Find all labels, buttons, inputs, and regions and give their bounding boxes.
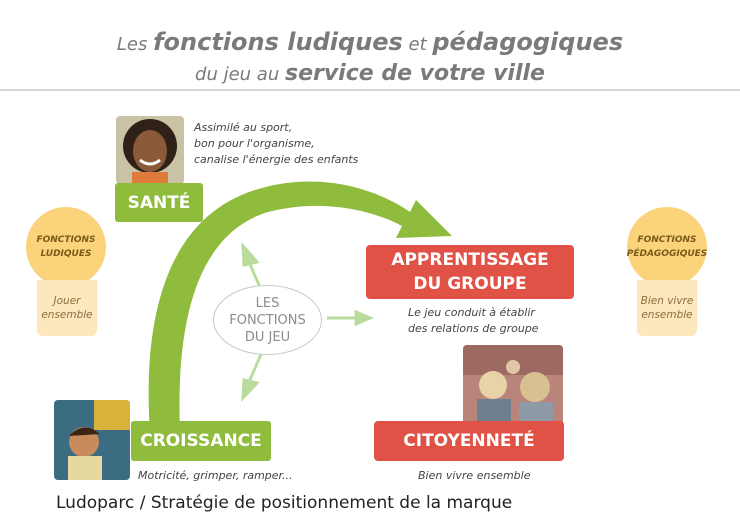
child-portrait-icon (116, 116, 184, 184)
center-line-1: LES (255, 295, 280, 311)
apprentissage-box: APPRENTISSAGE DU GROUPE (366, 245, 574, 299)
sante-box: SANTÉ (115, 183, 203, 222)
badge-right-title-1: FONCTIONS (637, 235, 697, 245)
citoyennete-caption: Bien vivre ensemble (418, 468, 530, 484)
growth-arrow-body (148, 181, 453, 432)
badge-left-sub-2: ensemble (41, 309, 93, 321)
photo-child-climbing (54, 400, 130, 480)
page-subtitle: du jeu au service de votre ville (0, 61, 740, 86)
photo-children-group (463, 345, 563, 425)
sante-caption: Assimilé au sport, bon pour l'organisme,… (194, 120, 358, 168)
sante-caption-2: bon pour l'organisme, (194, 137, 315, 150)
title-text-les: Les (116, 34, 154, 55)
sante-label: SANTÉ (127, 192, 191, 213)
citoyennete-caption-text: Bien vivre ensemble (418, 469, 531, 482)
sante-caption-3: canalise l'énergie des enfants (194, 153, 359, 166)
small-arrows (241, 241, 374, 403)
apprentissage-caption: Le jeu conduit à établir des relations d… (408, 305, 539, 337)
badge-left-title-2: LUDIQUES (40, 249, 92, 259)
title-text-et: et (402, 34, 433, 55)
apprentissage-caption-1: Le jeu conduit à établir (408, 306, 535, 319)
sante-caption-1: Assimilé au sport, (194, 121, 293, 134)
arrow-up-head (241, 241, 260, 267)
subtitle-text-service: service de votre ville (284, 61, 545, 86)
badge-left-title-1: FONCTIONS (36, 235, 96, 245)
badge-right-subtitle: Bien vivre ensemble (637, 280, 697, 336)
subtitle-text-du-jeu: du jeu au (195, 64, 285, 85)
badge-fonctions-pedagogiques: FONCTIONS PÉDAGOGIQUES (627, 207, 707, 287)
title-text-pedagogiques: pédagogiques (432, 28, 624, 56)
croissance-label: CROISSANCE (140, 431, 262, 451)
croissance-caption-text: Motricité, grimper, ramper... (138, 469, 293, 482)
croissance-box: CROISSANCE (131, 421, 271, 461)
citoyennete-box: CITOYENNETÉ (374, 421, 564, 461)
apprentissage-caption-2: des relations de groupe (408, 322, 539, 335)
citoyennete-label: CITOYENNETÉ (403, 431, 535, 451)
badge-fonctions-ludiques: FONCTIONS LUDIQUES (26, 207, 106, 287)
footer-caption: Ludoparc / Stratégie de positionnement d… (56, 493, 513, 513)
badge-right-title-2: PÉDAGOGIQUES (626, 249, 708, 259)
apprentissage-label-2: DU GROUPE (413, 274, 527, 294)
page-title: Les fonctions ludiques et pédagogiques (0, 28, 740, 56)
apprentissage-label-1: APPRENTISSAGE (391, 250, 549, 270)
arrow-right-head (354, 309, 374, 327)
arrow-down-head (241, 378, 260, 403)
badge-left-subtitle: Jouer ensemble (37, 280, 97, 336)
croissance-caption: Motricité, grimper, ramper... (138, 468, 293, 484)
child-climbing-icon (54, 400, 130, 480)
header-divider (0, 89, 740, 91)
photo-child-smiling (116, 116, 184, 184)
badge-right-sub-1: Bien vivre (640, 295, 694, 307)
badge-left-sub-1: Jouer (53, 295, 81, 307)
center-line-2: FONCTIONS (229, 312, 306, 328)
title-text-ludiques: fonctions ludiques (153, 28, 403, 56)
center-line-3: DU JEU (244, 329, 291, 345)
group-photo-icon (463, 345, 563, 425)
badge-right-sub-2: ensemble (641, 309, 693, 321)
